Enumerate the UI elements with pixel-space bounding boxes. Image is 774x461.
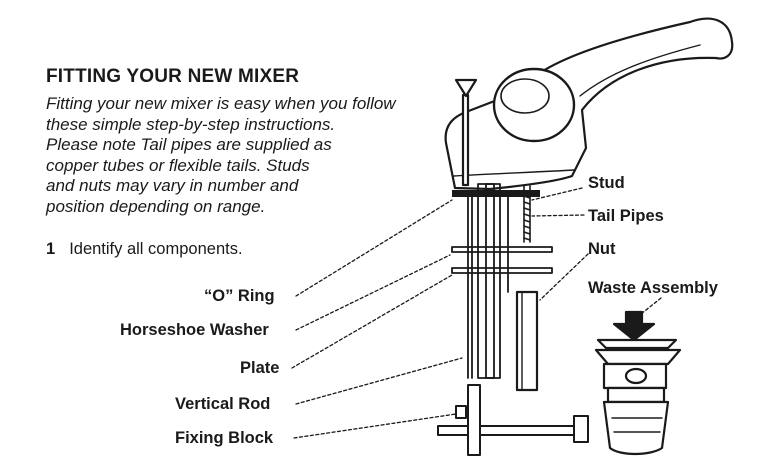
leader-lines [291, 187, 662, 439]
stud-part [523, 185, 531, 243]
tap-body-outline [444, 17, 734, 191]
label-fixing-block: Fixing Block [175, 429, 274, 447]
intro-line: and nuts may vary in number and [46, 176, 299, 195]
label-nut: Nut [588, 240, 616, 258]
rods-and-pipes [467, 183, 509, 379]
intro-line: Fitting your new mixer is easy when you … [46, 94, 396, 113]
popup-lever-knob [454, 78, 478, 98]
tap-handle-highlight [500, 78, 550, 114]
label-stud: Stud [588, 174, 625, 192]
waste-assembly-part [594, 310, 682, 456]
intro-line: these simple step-by-step instructions. [46, 114, 336, 134]
intro-line: copper tubes or flexible tails. Studs [46, 155, 310, 175]
tap-base-line [453, 169, 575, 177]
step-number: 1 [46, 240, 56, 258]
label-vertical-rod: Vertical Rod [175, 395, 271, 413]
label-waste-assembly: Waste Assembly [588, 279, 718, 297]
step-text: Identify all components. [69, 240, 243, 258]
nut-part [515, 290, 539, 392]
o-ring-part [451, 267, 553, 274]
horseshoe-washer-part [451, 246, 553, 253]
spout-inner-line [579, 44, 701, 97]
intro-line: position depending on range. [46, 196, 266, 216]
label-tail-pipes: Tail Pipes [588, 207, 664, 225]
plate-part [452, 190, 540, 197]
intro-line: Please note Tail pipes are supplied as [46, 135, 332, 154]
fixing-block-part [437, 384, 589, 456]
mixer-tap [444, 17, 734, 191]
intro-paragraph: Fitting your new mixer is easy when you … [46, 94, 466, 217]
step-1: 1 Identify all components. [46, 240, 243, 259]
tap-handle-dome [492, 67, 576, 143]
label-o-ring: “O” Ring [204, 287, 275, 305]
label-plate: Plate [240, 359, 280, 377]
label-horseshoe-washer: Horseshoe Washer [120, 321, 269, 339]
page-heading: FITTING YOUR NEW MIXER [46, 66, 300, 87]
